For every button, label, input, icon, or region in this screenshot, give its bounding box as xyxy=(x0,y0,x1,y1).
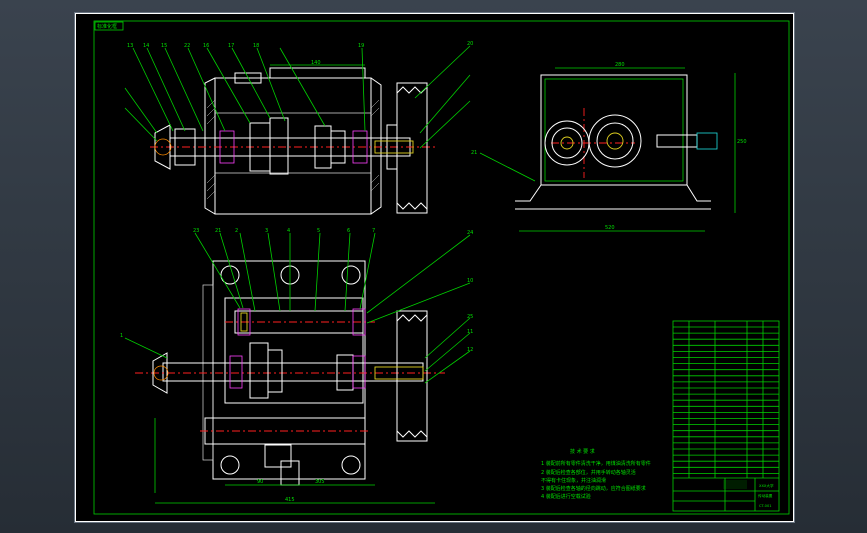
side-view: 280 520 250 21 xyxy=(471,62,747,232)
inner-border xyxy=(93,20,790,515)
tech-req-title: 技 术 要 求 xyxy=(570,448,595,455)
svg-text:21: 21 xyxy=(215,228,221,234)
tech-req-line-2: 2 装配后检查各部位，并用手转动各轴灵活 xyxy=(541,469,636,476)
tech-req-line-1: 1 装配前所有零件清洗干净，用煤油清洗所有零件 xyxy=(541,460,651,467)
bottom-dim-left: 90 xyxy=(257,479,263,485)
tag-label: 标准化框 xyxy=(97,23,117,30)
bottom-dim-mid: 305 xyxy=(315,479,325,485)
title-block-company: XXX大学 xyxy=(759,483,774,488)
tech-req-line-3: 不得有卡住现象，并注油润滑 xyxy=(541,477,606,484)
outer-border xyxy=(75,13,794,522)
svg-text:11: 11 xyxy=(467,329,473,335)
svg-text:7: 7 xyxy=(372,228,375,234)
tech-requirements: 技 术 要 求 1 装配前所有零件清洗干净，用煤油清洗所有零件 2 装配后检查各… xyxy=(541,448,651,500)
bottom-dim-overall: 415 xyxy=(285,497,295,503)
svg-text:24: 24 xyxy=(467,230,473,236)
svg-text:4: 4 xyxy=(287,228,290,234)
svg-text:20: 20 xyxy=(467,41,473,47)
svg-text:12: 12 xyxy=(467,347,473,353)
parts-list-table: XXX大学 传动装置 CT-001 xyxy=(672,320,780,512)
svg-text:23: 23 xyxy=(193,228,199,234)
side-dim-bottom: 520 xyxy=(605,225,615,231)
svg-text:17: 17 xyxy=(228,43,234,49)
svg-text:22: 22 xyxy=(184,43,190,49)
svg-text:5: 5 xyxy=(317,228,320,234)
svg-text:3: 3 xyxy=(265,228,268,234)
title-block-code: CT-001 xyxy=(759,504,772,508)
top-section-view: 140 xyxy=(124,45,471,215)
svg-text:18: 18 xyxy=(253,43,259,49)
side-dim-height: 250 xyxy=(737,139,747,145)
svg-text:13: 13 xyxy=(127,43,133,49)
svg-text:1: 1 xyxy=(120,333,123,339)
top-dim-width: 140 xyxy=(311,60,321,66)
tech-req-line-5: 4 装配后进行空载试验 xyxy=(541,493,591,500)
drawing-sheet[interactable]: 标准化框 xyxy=(74,12,795,523)
svg-text:6: 6 xyxy=(347,228,350,234)
top-view-part-labels: 13 14 15 22 16 17 18 19 20 xyxy=(127,41,473,49)
svg-text:2: 2 xyxy=(235,228,238,234)
tech-req-line-4: 3 装配后检查各轴的径向跳动，应符合图纸要求 xyxy=(541,485,646,492)
svg-text:21: 21 xyxy=(471,150,477,156)
svg-text:15: 15 xyxy=(161,43,167,49)
svg-text:10: 10 xyxy=(467,278,473,284)
svg-text:25: 25 xyxy=(467,314,473,320)
drawing-canvas: 标准化框 xyxy=(75,13,794,522)
svg-text:16: 16 xyxy=(203,43,209,49)
bottom-section-view: 90 305 415 23 21 2 3 4 5 6 7 24 10 25 11… xyxy=(120,228,473,504)
tag-box xyxy=(94,21,124,31)
side-dim-top: 280 xyxy=(615,62,625,68)
title-block-name: 传动装置 xyxy=(758,493,773,498)
svg-text:14: 14 xyxy=(143,43,149,49)
svg-text:19: 19 xyxy=(358,43,364,49)
